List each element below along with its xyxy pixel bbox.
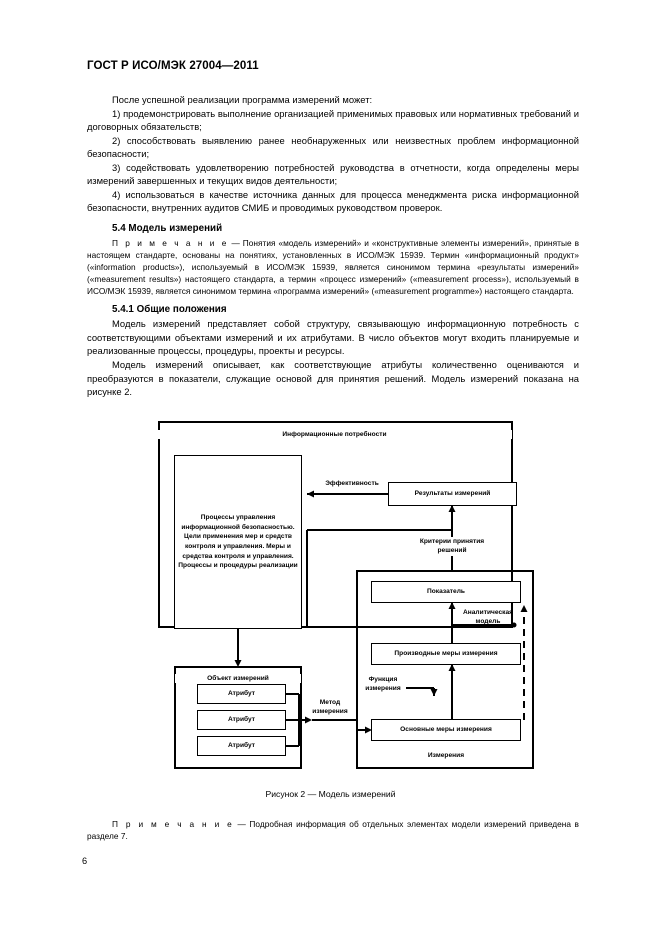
page-number: 6 xyxy=(82,856,88,866)
list-item: 3) содействовать удовлетворению потребно… xyxy=(87,161,579,187)
attribute-box: Атрибут xyxy=(198,737,285,755)
measurement-method-label: Метод измерения xyxy=(306,698,354,717)
note-paragraph-5-4: П р и м е ч а н и е — Понятия «модель из… xyxy=(87,237,579,297)
measurement-function-label: Функция измерения xyxy=(360,675,406,694)
measurement-results-box: Результаты измерений xyxy=(389,483,516,505)
section-heading-5-4-1: 5.4.1 Общие положения xyxy=(112,304,227,316)
note-label: П р и м е ч а н и е xyxy=(112,237,229,248)
derived-measures-box: Производные меры измерения xyxy=(372,644,520,664)
note-text: — Подробная информация об отдельных элем… xyxy=(87,819,579,842)
list-item: 1) продемонстрировать выполнение организ… xyxy=(87,107,579,133)
standard-header: ГОСТ Р ИСО/МЭК 27004—2011 xyxy=(87,60,259,72)
paragraph-general-1: Модель измерений представляет собой стру… xyxy=(87,318,579,357)
security-processes-box: Процессы управления информационной безоп… xyxy=(175,456,301,628)
measurements-label: Измерения xyxy=(372,751,520,761)
attribute-box: Атрибут xyxy=(198,711,285,729)
intro-paragraph: После успешной реализации программа изме… xyxy=(112,94,373,105)
figure-measurement-model: Информационные потребности Процессы упра… xyxy=(157,420,535,776)
document-body: После успешной реализации программа изме… xyxy=(87,93,579,399)
note-label: П р и м е ч а н и е xyxy=(112,819,234,829)
base-measures-box: Основные меры измерения xyxy=(372,720,520,740)
attribute-box: Атрибут xyxy=(198,685,285,703)
paragraph-general-2: Модель измерений описывает, как соответс… xyxy=(87,359,579,398)
tail-note: П р и м е ч а н и е — Подробная информац… xyxy=(87,818,579,842)
object-of-measurement-label: Объект измерений xyxy=(175,674,301,684)
note-text: — Понятия «модель измерений» и «конструк… xyxy=(87,237,579,297)
figure-title: Информационные потребности xyxy=(157,430,512,440)
indicator-box: Показатель xyxy=(372,582,520,602)
effectiveness-label: Эффективность xyxy=(316,479,388,489)
figure-caption: Рисунок 2 — Модель измерений xyxy=(265,789,396,799)
list-item: 4) использоваться в качестве источника д… xyxy=(87,188,579,214)
list-item: 2) способствовать выявлению ранее необна… xyxy=(87,134,579,160)
decision-criteria-label: Критерии принятия решений xyxy=(408,537,496,556)
analytical-model-label: Аналитическая модель xyxy=(462,609,514,626)
section-heading-5-4: 5.4 Модель измерений xyxy=(112,222,223,234)
